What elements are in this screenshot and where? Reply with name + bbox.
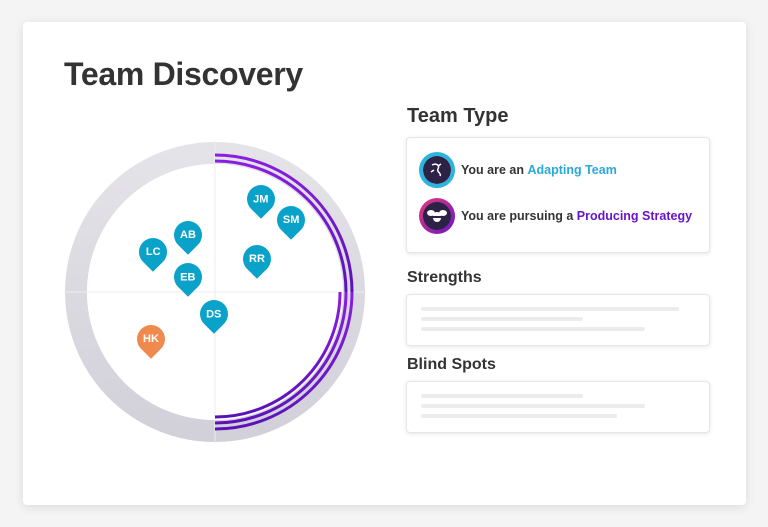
quadrant-ring [64,141,366,443]
strategy-row: You are pursuing a Producing Strategy [419,198,692,234]
lizard-badge-icon [419,152,455,188]
team-type-row: You are an Adapting Team [419,152,617,188]
strategy-prefix: You are pursuing a [461,209,577,223]
team-type-heading: Team Type [407,105,509,127]
blind-spots-heading: Blind Spots [407,356,496,373]
blind-spots-box [406,381,710,433]
placeholder-line [421,327,645,331]
strengths-box [406,294,710,346]
quadrant-chart: JM SM AB LC RR EB DS HK [64,141,366,443]
bee-badge-icon [419,198,455,234]
team-type-prefix: You are an [461,163,528,177]
strengths-heading: Strengths [407,269,482,286]
placeholder-line [421,307,679,311]
team-type-link[interactable]: Adapting Team [527,163,617,177]
placeholder-line [421,404,645,408]
placeholder-line [421,394,583,398]
strategy-link[interactable]: Producing Strategy [576,209,693,223]
page-title: Team Discovery [64,56,303,92]
placeholder-line [421,317,583,321]
team-type-box: You are an Adapting Team You are pursuin… [406,137,710,253]
placeholder-line [421,414,617,418]
